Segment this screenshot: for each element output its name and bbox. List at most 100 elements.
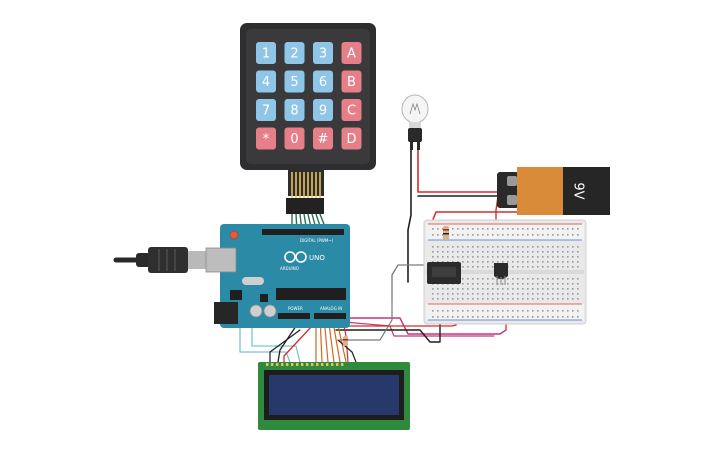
breadboard-hole	[482, 261, 484, 263]
breadboard-hole	[477, 288, 479, 290]
breadboard-hole	[482, 310, 484, 312]
breadboard-hole	[432, 316, 434, 318]
breadboard-hole	[432, 310, 434, 312]
breadboard-hole	[527, 293, 529, 295]
breadboard-hole	[497, 228, 499, 230]
breadboard-hole	[487, 246, 489, 248]
keypad-key[interactable]: 9	[313, 99, 333, 121]
breadboard-hole	[517, 288, 519, 290]
keypad-key[interactable]: B	[341, 70, 362, 93]
breadboard-hole	[492, 246, 494, 248]
breadboard-hole	[542, 256, 544, 258]
breadboard-hole	[477, 256, 479, 258]
breadboard-hole	[472, 293, 474, 295]
breadboard-hole	[547, 310, 549, 312]
keypad-key[interactable]: 1	[256, 42, 276, 64]
battery-label: 9V	[571, 182, 586, 199]
breadboard-hole	[547, 293, 549, 295]
breadboard-hole	[522, 310, 524, 312]
keypad-ribbon-wires	[291, 213, 328, 233]
breadboard-hole	[517, 261, 519, 263]
breadboard-hole	[552, 261, 554, 263]
arduino-digital-header	[262, 229, 344, 235]
breadboard-hole	[467, 316, 469, 318]
lcd-resistor	[343, 336, 348, 346]
breadboard-hole	[467, 234, 469, 236]
breadboard-hole	[557, 288, 559, 290]
keypad-key[interactable]: 2	[284, 42, 305, 64]
breadboard-hole	[507, 283, 509, 285]
breadboard-hole	[467, 251, 469, 253]
lcd-16x2	[258, 362, 410, 430]
breadboard-hole	[482, 283, 484, 285]
breadboard-hole	[457, 261, 459, 263]
breadboard-hole	[557, 256, 559, 258]
breadboard-hole	[447, 246, 449, 248]
breadboard-hole	[567, 261, 569, 263]
breadboard-hole	[527, 298, 529, 300]
breadboard-hole	[507, 293, 509, 295]
breadboard-hole	[517, 316, 519, 318]
breadboard-hole	[462, 234, 464, 236]
keypad-key-face	[313, 70, 333, 93]
breadboard-hole	[522, 316, 524, 318]
breadboard-hole	[487, 251, 489, 253]
breadboard-hole	[447, 310, 449, 312]
breadboard-hole	[542, 288, 544, 290]
breadboard-hole	[532, 283, 534, 285]
breadboard-hole	[442, 316, 444, 318]
keypad-key[interactable]: D	[341, 127, 362, 150]
keypad-key[interactable]: 5	[284, 70, 305, 93]
breadboard-hole	[497, 283, 499, 285]
arduino-crystal	[242, 277, 264, 285]
keypad-key[interactable]: 6	[313, 70, 333, 93]
keypad-key[interactable]: 4	[256, 70, 276, 93]
breadboard-hole	[557, 234, 559, 236]
breadboard-hole	[577, 278, 579, 280]
breadboard-hole	[527, 234, 529, 236]
breadboard-hole	[482, 251, 484, 253]
breadboard-hole	[572, 266, 574, 268]
breadboard-hole	[537, 298, 539, 300]
breadboard-hole	[502, 256, 504, 258]
breadboard-hole	[462, 261, 464, 263]
breadboard-hole	[522, 234, 524, 236]
breadboard-hole	[487, 316, 489, 318]
breadboard-hole	[562, 283, 564, 285]
breadboard-hole	[562, 278, 564, 280]
keypad-key[interactable]: A	[341, 42, 362, 64]
breadboard-hole	[432, 256, 434, 258]
resistor-band-2	[443, 233, 449, 235]
breadboard-hole	[432, 246, 434, 248]
keypad-key[interactable]: #	[313, 127, 333, 150]
keypad-key[interactable]: 7	[256, 99, 276, 121]
keypad-key[interactable]: *	[256, 127, 276, 150]
breadboard-hole	[562, 251, 564, 253]
usb-plug-ridge-1	[158, 249, 160, 271]
breadboard-hole	[437, 234, 439, 236]
breadboard-hole	[452, 246, 454, 248]
breadboard-hole	[567, 228, 569, 230]
wire-magenta-1	[343, 317, 507, 335]
keypad-key-face	[284, 99, 305, 121]
breadboard-hole	[472, 316, 474, 318]
keypad-key[interactable]: C	[341, 99, 362, 121]
breadboard-hole	[532, 316, 534, 318]
breadboard-hole	[502, 283, 504, 285]
breadboard-hole	[522, 266, 524, 268]
breadboard-hole	[532, 256, 534, 258]
breadboard-hole	[547, 288, 549, 290]
keypad-key[interactable]: 8	[284, 99, 305, 121]
keypad-key[interactable]: 3	[313, 42, 333, 64]
keypad-key[interactable]: 0	[284, 127, 305, 150]
breadboard-hole	[507, 228, 509, 230]
breadboard-hole	[527, 310, 529, 312]
arduino-power-label: POWER	[288, 306, 303, 311]
breadboard-hole	[452, 298, 454, 300]
breadboard-hole	[557, 310, 559, 312]
breadboard-hole	[537, 310, 539, 312]
breadboard-hole	[537, 234, 539, 236]
breadboard-hole	[482, 256, 484, 258]
breadboard-hole	[447, 251, 449, 253]
breadboard-hole	[477, 246, 479, 248]
